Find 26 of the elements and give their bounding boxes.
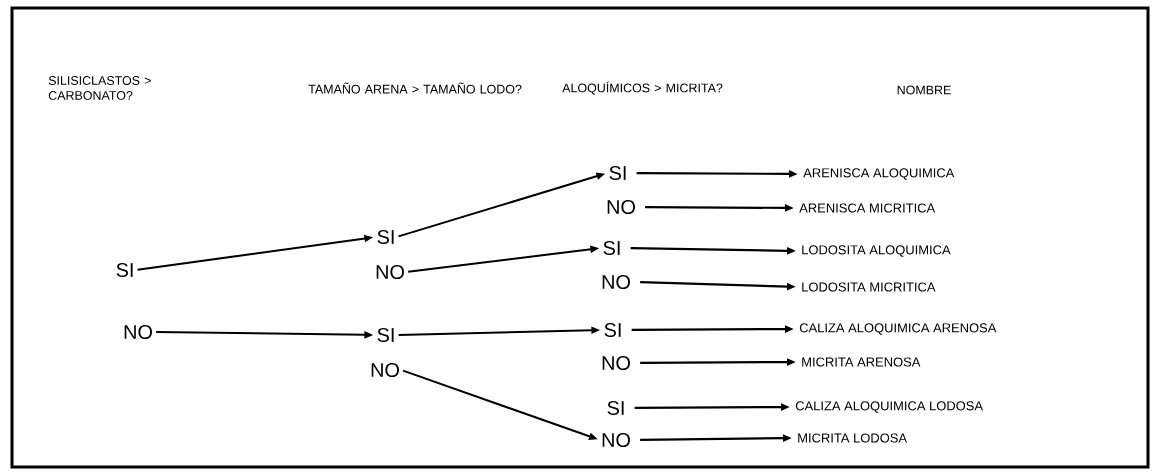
- column-header: NOMBRE: [897, 85, 951, 95]
- answer-text: SI: [603, 240, 620, 256]
- rock-name: ARENISCA ALOQUIMICA: [803, 168, 955, 180]
- rock-name: LODOSITA ALOQUIMICA: [802, 245, 951, 257]
- rock-name: ARENISCA MICRITICA: [799, 203, 936, 213]
- answer-text: NO: [376, 264, 404, 280]
- answer-text: SI: [377, 229, 394, 245]
- answer-text: NO: [602, 432, 630, 448]
- column-header: TAMAÑO ARENA > TAMAÑO LODO?: [308, 82, 522, 94]
- answer-text: NO: [602, 355, 630, 371]
- rock-name: CALIZA ALOQUIMICA ARENOSA: [799, 323, 997, 335]
- answer-text: NO: [602, 274, 630, 290]
- rock-name: CALIZA ALOQUIMICA LODOSA: [795, 401, 983, 413]
- answer-text: NO: [371, 362, 399, 378]
- answer-text: NO: [124, 324, 152, 340]
- answer-text: SI: [607, 400, 624, 416]
- rock-name: MICRITA LODOSA: [798, 433, 908, 443]
- column-header: ALOQUÍMICOS > MICRITA?: [562, 81, 723, 95]
- answer-text: NO: [607, 199, 635, 215]
- rock-name: LODOSITA MICRITICA: [802, 282, 936, 292]
- answer-text: SI: [609, 165, 626, 181]
- answer-text: SI: [377, 327, 394, 343]
- answer-text: SI: [116, 262, 133, 278]
- answer-text: SI: [604, 322, 621, 338]
- rock-name: MICRITA ARENOSA: [802, 357, 921, 367]
- column-header: SILISICLASTOS > CARBONATO?: [48, 76, 151, 100]
